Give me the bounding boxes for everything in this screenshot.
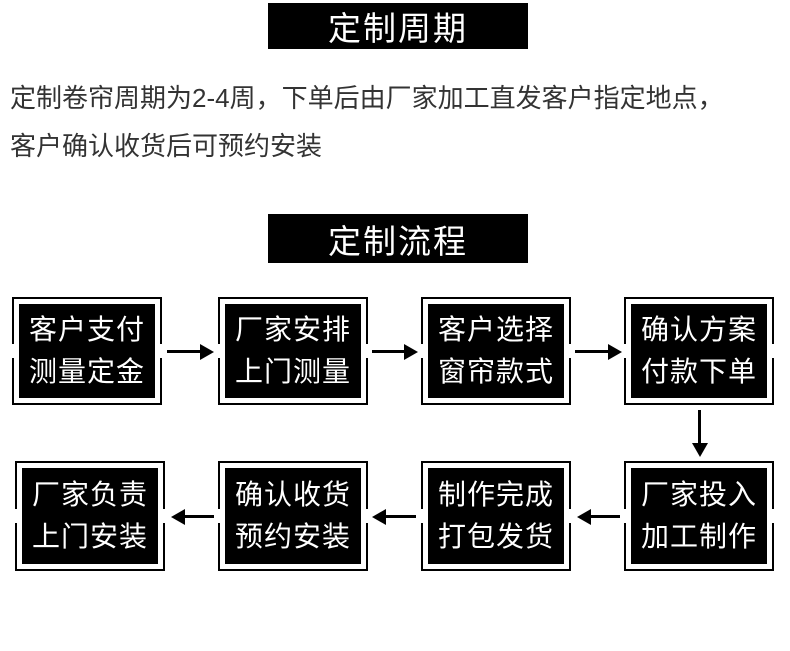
- border-notch-left: [420, 344, 424, 358]
- flow-step-2-line-1: 厂家安排: [234, 314, 351, 345]
- flow-step-6-line-2: 打包发货: [437, 521, 554, 552]
- flow-step-8-line-2: 上门安装: [31, 521, 148, 552]
- flow-step-6-line-1: 制作完成: [437, 479, 554, 510]
- flow-step-8: 厂家负责 上门安装: [14, 461, 166, 571]
- flow-step-1-line-2: 测量定金: [28, 356, 145, 387]
- flow-step-2-line-2: 上门测量: [234, 356, 351, 387]
- flow-step-1-panel: 客户支付 测量定金: [19, 304, 155, 398]
- flow-step-6: 制作完成 打包发货: [420, 461, 572, 571]
- border-notch-right: [771, 344, 775, 358]
- flow-step-7-line-1: 确认收货: [234, 479, 351, 510]
- arrow-left-icon: [171, 509, 214, 525]
- border-notch-right: [365, 344, 369, 358]
- arrow-left-icon: [372, 509, 416, 525]
- border-notch-left: [217, 344, 221, 358]
- flow-step-8-line-1: 厂家负责: [31, 479, 148, 510]
- flow-step-5-line-1: 厂家投入: [640, 479, 757, 510]
- border-notch-left: [14, 509, 18, 523]
- flow-step-5: 厂家投入 加工制作: [623, 461, 775, 571]
- flow-step-3-line-2: 窗帘款式: [437, 356, 554, 387]
- flow-step-4-line-1: 确认方案: [640, 314, 757, 345]
- flow-step-2-panel: 厂家安排 上门测量: [225, 304, 361, 398]
- flow-step-5-panel: 厂家投入 加工制作: [631, 468, 767, 564]
- flow-step-3-panel: 客户选择 窗帘款式: [428, 304, 564, 398]
- flow-step-4-panel: 确认方案 付款下单: [631, 304, 767, 398]
- arrow-right-icon: [372, 344, 418, 360]
- arrow-down-icon: [692, 410, 708, 457]
- flow-step-6-panel: 制作完成 打包发货: [428, 468, 564, 564]
- process-section-title: 定制流程: [268, 214, 528, 263]
- border-notch-right: [162, 509, 166, 523]
- period-title-text: 定制周期: [328, 10, 468, 47]
- border-notch-right: [159, 344, 163, 358]
- border-notch-left: [623, 509, 627, 523]
- border-notch-right: [365, 509, 369, 523]
- flow-step-1: 客户支付 测量定金: [11, 297, 163, 405]
- arrow-right-icon: [575, 344, 622, 360]
- flow-step-3-line-1: 客户选择: [437, 314, 554, 345]
- flow-step-2: 厂家安排 上门测量: [217, 297, 369, 405]
- flow-step-4: 确认方案 付款下单: [623, 297, 775, 405]
- border-notch-left: [11, 344, 15, 358]
- border-notch-left: [623, 344, 627, 358]
- flow-step-3: 客户选择 窗帘款式: [420, 297, 572, 405]
- flow-step-7-panel: 确认收货 预约安装: [225, 468, 361, 564]
- border-notch-right: [771, 509, 775, 523]
- period-description-line-1: 定制卷帘周期为2-4周，下单后由厂家加工直发客户指定地点，: [10, 83, 724, 113]
- border-notch-left: [217, 509, 221, 523]
- border-notch-left: [420, 509, 424, 523]
- period-description-line-2: 客户确认收货后可预约安装: [10, 131, 323, 161]
- arrow-right-icon: [167, 344, 214, 360]
- arrow-left-icon: [577, 509, 620, 525]
- flow-step-7: 确认收货 预约安装: [217, 461, 369, 571]
- flow-step-5-line-2: 加工制作: [640, 521, 757, 552]
- flow-step-1-line-1: 客户支付: [28, 314, 145, 345]
- border-notch-right: [568, 509, 572, 523]
- flow-step-8-panel: 厂家负责 上门安装: [22, 468, 158, 564]
- period-section-title: 定制周期: [268, 3, 528, 49]
- flow-step-4-line-2: 付款下单: [640, 356, 757, 387]
- process-title-text: 定制流程: [328, 222, 468, 260]
- border-notch-right: [568, 344, 572, 358]
- flow-step-7-line-2: 预约安装: [234, 521, 351, 552]
- period-description: 定制卷帘周期为2-4周，下单后由厂家加工直发客户指定地点， 客户确认收货后可预约…: [10, 74, 788, 170]
